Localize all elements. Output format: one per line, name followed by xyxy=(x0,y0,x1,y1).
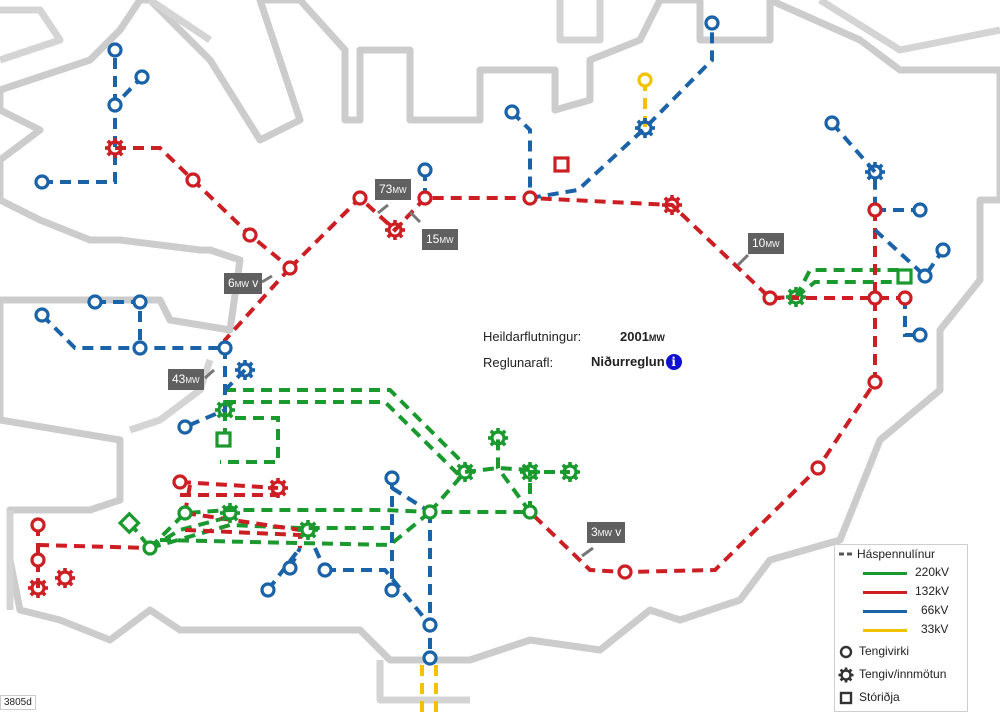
legend-220kv: 220kV xyxy=(835,565,967,581)
substation-circle-icon xyxy=(839,645,853,659)
legend-title: Háspennulínur xyxy=(857,547,936,561)
legend-132kv: 132kV xyxy=(835,584,967,600)
total-flow-value: 2001MW xyxy=(620,329,665,344)
total-flow-label: Heildarflutningur: xyxy=(483,329,582,344)
regulation-label: Reglunarafl: xyxy=(483,355,554,370)
flow-tag: 3MW v xyxy=(587,522,626,543)
legend-gear: Tengiv/innmötun xyxy=(835,666,967,684)
legend: Háspennulínur 220kV 132kV 66kV 33kV Teng… xyxy=(834,544,968,712)
line-swatch xyxy=(863,610,907,613)
flow-tag: 43MW xyxy=(168,369,204,390)
legend-substation: Tengivirki xyxy=(835,644,967,660)
flow-tag: 15MW xyxy=(422,229,458,250)
legend-industry: Stóriðja xyxy=(835,690,967,706)
square-icon xyxy=(839,691,853,705)
legend-66kv: 66kV xyxy=(835,603,967,619)
info-icon[interactable]: i xyxy=(665,354,682,370)
substations xyxy=(30,15,951,666)
corner-code: 3805d xyxy=(0,695,36,710)
flow-tag: 6MW v xyxy=(224,273,263,294)
gear-icon xyxy=(837,666,855,684)
coastline xyxy=(0,0,1000,664)
flow-tag: 73MW xyxy=(375,179,411,200)
line-swatch xyxy=(863,572,907,575)
line-swatch xyxy=(863,591,907,594)
line-swatch xyxy=(863,629,907,632)
dashed-line-icon xyxy=(839,552,855,556)
legend-title-row: Háspennulínur xyxy=(835,547,967,563)
legend-33kv: 33kV xyxy=(835,622,967,638)
square-icon xyxy=(117,156,913,535)
flow-tag: 10MW xyxy=(748,233,784,254)
